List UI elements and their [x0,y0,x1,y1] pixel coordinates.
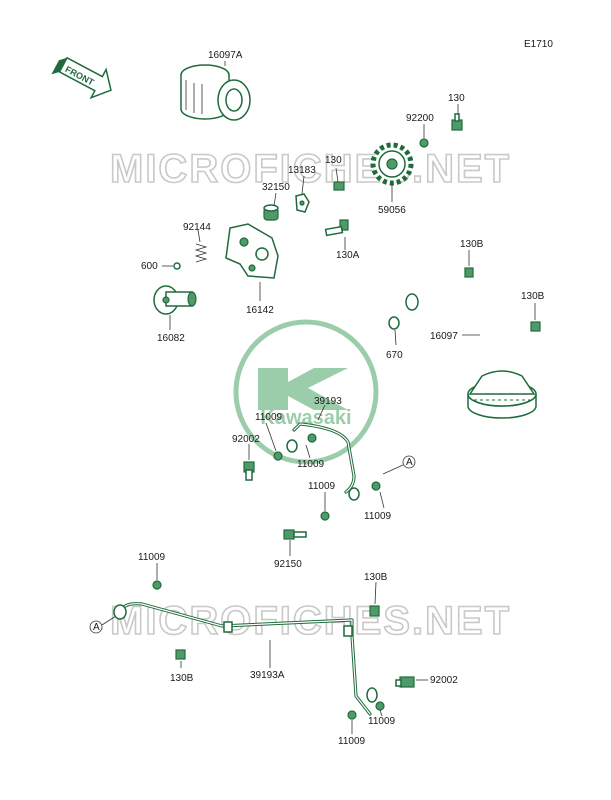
kawasaki-logo: Kawasaki [233,319,379,465]
label-39193A: 39193A [250,670,285,681]
label-39193: 39193 [314,396,342,407]
label-16097A: 16097A [208,50,243,61]
oil-pipe-39193 [286,422,360,501]
bolt-130B-a [464,267,474,278]
watermark-top: MICROFICHES.NET [110,147,511,191]
washer-11009-b [273,451,283,461]
bolt-130 [451,113,463,131]
oil-pipe-39193A [113,602,378,716]
label-11009-g: 11009 [338,736,366,747]
washer-11009-c [371,481,381,491]
o-ring-670 [388,316,400,330]
label-130B-b: 130B [521,291,545,302]
bolt-130A [324,219,349,237]
label-130B-d: 130B [170,673,194,684]
label-670: 670 [386,350,403,361]
label-11009-c: 11009 [364,511,392,522]
washer-92200 [419,138,429,148]
label-32150: 32150 [262,182,290,193]
label-16097: 16097 [430,331,458,342]
ref-a-2: A [93,622,100,633]
label-92144: 92144 [183,222,211,233]
washer-11009-d [320,511,330,521]
label-59056: 59056 [378,205,406,216]
spring-92144 [194,243,208,263]
bolt-130B-b [530,321,541,332]
label-92200: 92200 [406,113,434,124]
label-92002-b: 92002 [430,675,458,686]
banjo-bolt-92002-a [243,461,255,481]
ref-circle-a [402,455,416,469]
label-92002-a: 92002 [232,434,260,445]
label-600: 600 [141,261,158,272]
oil-pump-body-16142 [225,223,279,279]
banjo-bolt-92002-b [395,676,415,688]
oil-strainer-16097 [405,291,537,419]
bolt-130B-d [175,649,186,660]
collar-32150 [263,204,279,221]
ref-a-1: A [406,457,413,468]
label-130A: 130A [336,250,360,261]
label-13183: 13183 [288,165,316,176]
washer-11009-e [152,580,162,590]
logo-text: Kawasaki [260,407,351,429]
label-130-top: 130 [448,93,465,104]
ref-circle-a-2 [89,620,103,634]
label-11009-e: 11009 [138,552,166,563]
diagram-code: E1710 [524,39,553,50]
front-arrow-icon: FRONT [51,56,112,100]
washer-11009-g [347,710,357,720]
sprocket-59056 [370,142,414,186]
washer-11009-a [307,433,317,443]
pump-rotor-16082 [153,285,197,315]
ball-600 [173,262,181,270]
label-92150: 92150 [274,559,302,570]
label-11009-f: 11009 [368,716,396,727]
label-130B-c: 130B [364,572,388,583]
label-16142: 16142 [246,305,274,316]
label-130B-a: 130B [460,239,484,250]
label-11009-b: 11009 [297,459,325,470]
label-11009-d: 11009 [308,481,336,492]
label-16082: 16082 [157,333,185,344]
bolt-92150 [283,529,307,540]
washer-11009-f [375,701,385,711]
oil-filter [180,64,251,121]
label-11009-a: 11009 [255,412,283,423]
label-130-mid: 130 [325,155,342,166]
bolt-130B-c [369,605,380,617]
bolt-130-mid [333,181,345,191]
